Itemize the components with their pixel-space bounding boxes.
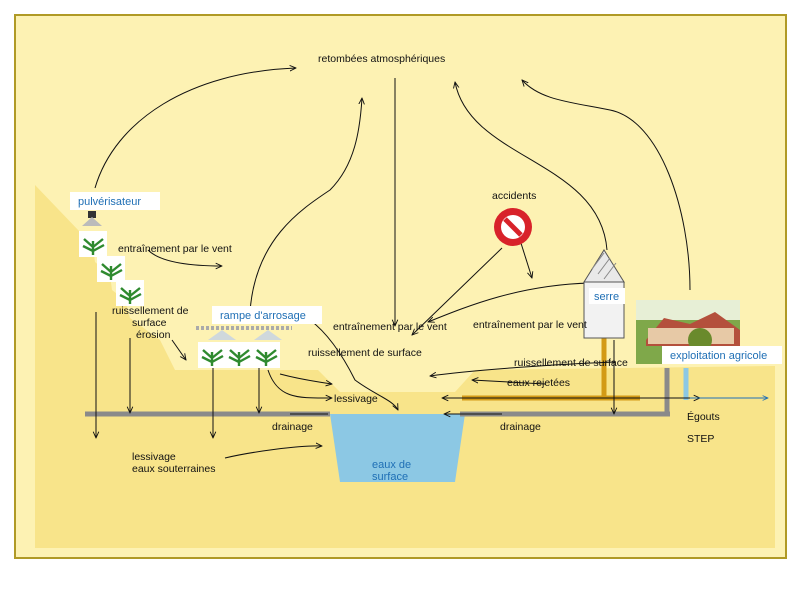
atmospheric-fallout-label: retombées atmosphériques [318, 53, 445, 65]
irrigation-label: rampe d'arrosage [220, 310, 306, 322]
plant-icon [79, 231, 107, 257]
greenhouse-label: serre [594, 291, 619, 303]
sprayer-label: pulvérisateur [78, 196, 141, 208]
terrain [35, 185, 775, 548]
accidents-label: accidents [492, 190, 536, 202]
surface-water-label-1: eaux de [372, 459, 411, 471]
drainage-label-right: drainage [500, 421, 541, 433]
wind-drift-label-right: entraînement par le vent [473, 319, 587, 331]
wind-drift-label-left: entraînement par le vent [118, 243, 232, 255]
farm-label: exploitation agricole [670, 350, 767, 362]
atmosphere-arrows [95, 68, 700, 459]
drainage-label-left: drainage [272, 421, 313, 433]
plant-icon [116, 280, 144, 306]
sewer-label: Égouts [687, 410, 720, 423]
wind-drift-label-middle: entraînement par le vent [333, 321, 447, 333]
plants-field [198, 342, 280, 368]
runoff-label-right: ruissellement de surface [514, 357, 628, 369]
plant-icon [252, 342, 280, 368]
groundwater-label-2: eaux souterraines [132, 463, 215, 475]
plant-icon [225, 342, 253, 368]
surface-water [330, 414, 465, 482]
farm-label-box [662, 346, 782, 364]
sprayer-icon [82, 211, 102, 226]
plant-icon [198, 342, 226, 368]
greenhouse-label-box [589, 288, 625, 304]
runoff-erosion-label-2: surface [132, 317, 167, 329]
plants-hill [79, 231, 144, 306]
stop-sign-icon [494, 208, 532, 246]
discharged-water-label: eaux rejetées [507, 377, 570, 389]
sprayer-label-box [70, 192, 160, 210]
irrigation-boom-icon [196, 326, 292, 340]
plant-icon [97, 256, 125, 282]
runoff-label-middle: ruissellement de surface [308, 347, 422, 359]
leaching-label: lessivage [334, 393, 378, 405]
runoff-erosion-label-3: érosion [136, 329, 171, 341]
runoff-erosion-label-1: ruissellement de [112, 305, 189, 317]
treatment-plant-label: STEP [687, 433, 714, 445]
irrigation-label-box [212, 306, 322, 324]
groundwater-label-1: lessivage [132, 451, 176, 463]
surface-water-label-2: surface [372, 471, 408, 483]
